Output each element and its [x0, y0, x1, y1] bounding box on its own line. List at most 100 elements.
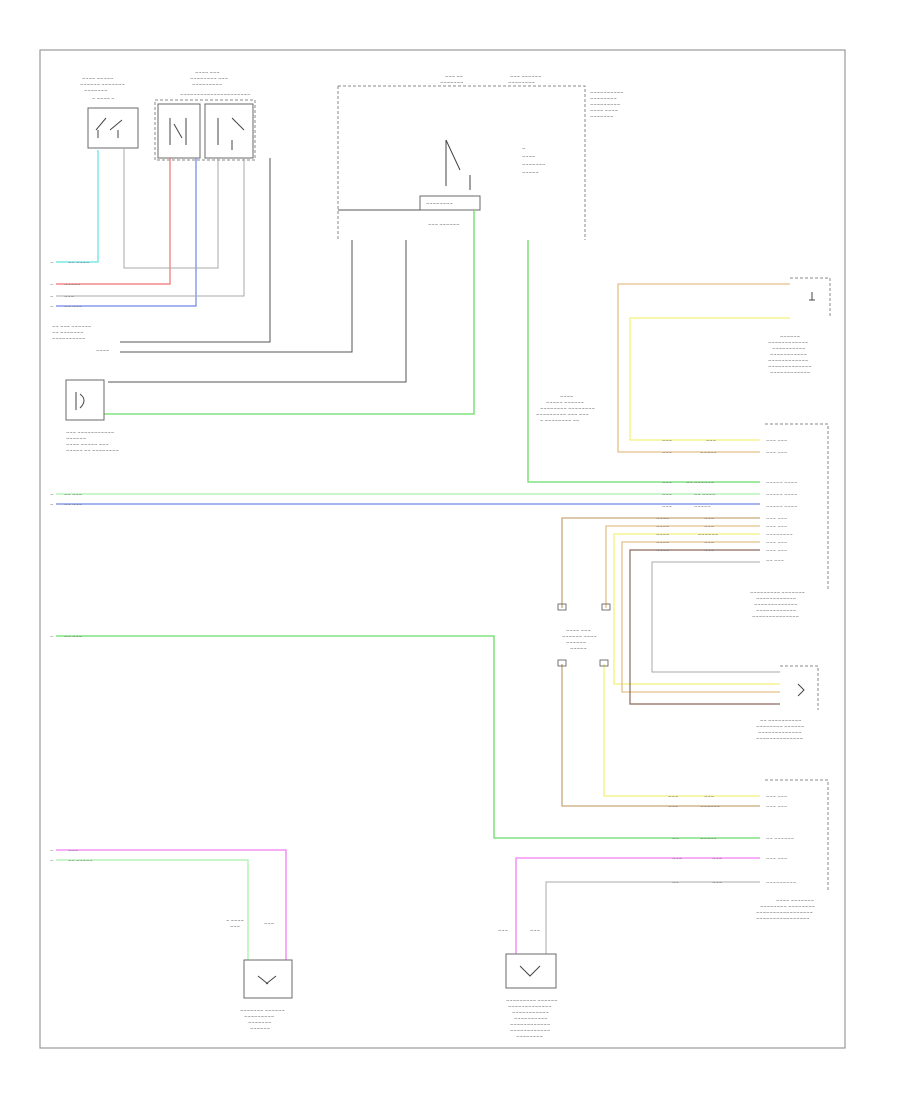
svg-text:~~~~~~~: ~~~~~~~ — [84, 88, 107, 93]
svg-text:~~~~~~: ~~~~~~ — [780, 334, 800, 339]
svg-text:~~~: ~~~ — [498, 928, 508, 933]
svg-text:~~~~~~~~: ~~~~~~~~ — [508, 80, 535, 85]
svg-text:~~~~~: ~~~~~ — [694, 504, 711, 509]
wire-light-gray — [651, 561, 780, 673]
connector-symbol-icon: ~~~~ ~~~ ~~~~~~ ~~~~ ~~~~~~ ~~~~~ — [557, 603, 611, 667]
wire-yellow-2 — [613, 533, 780, 685]
svg-text:~~~~~~~~~~~~~~~~~: ~~~~~~~~~~~~~~~~~ — [756, 910, 813, 915]
svg-text:~~~~~ ~~~~: ~~~~~ ~~~~ — [766, 504, 797, 509]
svg-text:~~ ~~~~~~~: ~~ ~~~~~~~ — [52, 330, 83, 335]
svg-text:~~~~ ~~~~~: ~~~~ ~~~~~ — [82, 76, 113, 81]
svg-text:~~~~~~~~ ~~~~~~: ~~~~~~~~ ~~~~~~ — [756, 724, 804, 729]
svg-text:~~~: ~~~ — [704, 540, 714, 545]
svg-text:~~~~ ~~~~~~~: ~~~~ ~~~~~~~ — [776, 898, 814, 903]
svg-text:~~~~~ ~~ ~~~~~~~~: ~~~~~ ~~ ~~~~~~~~ — [66, 448, 119, 453]
svg-text:~~~~~~~~~~~: ~~~~~~~~~~~ — [512, 1010, 549, 1015]
svg-text:~~~~~~~~~~~~~: ~~~~~~~~~~~~~ — [508, 1004, 552, 1009]
svg-text:~: ~ — [50, 858, 53, 863]
svg-text:~~~ ~~~: ~~~ ~~~ — [766, 804, 787, 809]
svg-text:~~~~ ~~~~~ ~~~: ~~~~ ~~~~~ ~~~ — [66, 442, 109, 447]
svg-text:~~~: ~~~ — [68, 848, 78, 853]
svg-text:~~~~~: ~~~~~ — [522, 170, 539, 175]
lower-module-connector: ~~~ ~~~ ~~~ ~~~ ~~ ~~~~~~ ~~~ ~~~ ~~~~~~… — [668, 779, 829, 921]
svg-text:~~~: ~~~ — [662, 492, 672, 497]
wire-light-green-long — [56, 635, 760, 839]
svg-text:~~~ ~~: ~~~ ~~ — [445, 74, 463, 79]
svg-text:~ ~~~~: ~ ~~~~ — [226, 918, 244, 923]
wire-blue — [56, 158, 197, 307]
svg-text:~~~: ~~~ — [704, 516, 714, 521]
svg-text:~~~ ~~~~~~: ~~~ ~~~~~~ — [510, 74, 541, 79]
wire-tan-3 — [561, 664, 760, 807]
svg-text:~~~~: ~~~~ — [522, 154, 535, 159]
wire-green-module — [527, 240, 760, 483]
svg-text:~~~: ~~~ — [662, 504, 672, 509]
svg-text:~~~ ~~~: ~~~ ~~~ — [766, 438, 787, 443]
wire-tags: ~~~~~~ ~~~~~~~~ ~~~~~ ~~~~~~ ~~~~~ ~~~~ … — [64, 260, 718, 863]
svg-text:~~~: ~~~ — [264, 921, 274, 926]
switch-symbol-icon — [445, 139, 471, 190]
svg-text:~~~~~~: ~~~~~~ — [700, 804, 720, 809]
wire-light-green-left — [56, 859, 249, 960]
svg-text:~~~ ~~~: ~~~ ~~~ — [766, 516, 787, 521]
wire-brown — [629, 549, 780, 705]
svg-text:~ ~~~~~~~~ ~~: ~ ~~~~~~~~ ~~ — [540, 418, 579, 423]
svg-text:~: ~ — [50, 260, 53, 265]
svg-text:~~~~: ~~~~ — [656, 532, 669, 537]
svg-text:~~~~~ ~~~~~~: ~~~~~ ~~~~~~ — [546, 400, 584, 405]
svg-text:~~~~ ~~~~: ~~~~ ~~~~ — [590, 108, 618, 113]
svg-text:~~~~~: ~~~~~ — [700, 450, 717, 455]
svg-text:~: ~ — [50, 492, 53, 497]
motor-symbol-icon — [75, 392, 85, 410]
svg-text:~~~: ~~~ — [704, 794, 714, 799]
svg-text:~~ ~~~: ~~ ~~~ — [64, 304, 82, 309]
mid-right-label: ~~~~ ~~~~~ ~~~~~~ ~~~~~~~~ ~~~~~~~~ ~~~~… — [536, 394, 595, 423]
svg-text:~~~~~~~~~: ~~~~~~~~~ — [192, 82, 222, 87]
hvac-module-connector: ~~~ ~~~ ~~~ ~~~ ~~~~~ ~~~~ ~~~~~ ~~~~ ~~… — [750, 423, 829, 619]
wire-tan-2 — [605, 525, 760, 608]
svg-text:~~~~ ~~~: ~~~~ ~~~ — [195, 70, 220, 75]
sensor-symbol-icon — [519, 965, 541, 977]
svg-text:~: ~ — [50, 304, 53, 309]
temperature-sensor: ~~~ ~~~ ~~~~~~~~~ ~~~~~~ ~~~~~~~~~~~~~ ~… — [498, 928, 558, 1039]
svg-text:~~ ~~~: ~~ ~~~ — [64, 634, 82, 639]
svg-text:~~~: ~~~ — [230, 924, 240, 929]
svg-text:~~~ ~~~~~~~~~~~: ~~~ ~~~~~~~~~~~ — [66, 430, 114, 435]
switch-symbol-icon — [95, 117, 123, 138]
sensor-symbol-icon — [797, 683, 805, 697]
svg-text:~~~: ~~~ — [64, 294, 74, 299]
svg-text:~~~: ~~~ — [704, 548, 714, 553]
svg-text:~~ ~~~~~: ~~ ~~~~~ — [68, 858, 93, 863]
svg-text:~~~~~~~ ~~~~~~: ~~~~~~~ ~~~~~~ — [240, 1008, 285, 1013]
svg-text:~~~: ~~~ — [668, 794, 678, 799]
svg-text:~~~~~~~: ~~~~~~~ — [440, 80, 463, 85]
svg-text:~~~~~~~~~~~~~: ~~~~~~~~~~~~~ — [758, 730, 802, 735]
svg-text:~~~~~~: ~~~~~~ — [566, 640, 586, 645]
svg-text:~~~~~~~~ ~~~~~~~~: ~~~~~~~~ ~~~~~~~~ — [760, 904, 815, 909]
svg-text:~: ~ — [50, 634, 53, 639]
svg-text:~~~~~~~~~~~~: ~~~~~~~~~~~~ — [768, 358, 808, 363]
svg-text:~~~~: ~~~~ — [656, 516, 669, 521]
svg-text:~~~ ~~~: ~~~ ~~~ — [766, 856, 787, 861]
svg-text:~~~ ~~~: ~~~ ~~~ — [766, 548, 787, 553]
svg-text:~~~ ~~~: ~~~ ~~~ — [766, 794, 787, 799]
svg-text:~~~~~~ ~~~~: ~~~~~~ ~~~~ — [562, 634, 597, 639]
svg-text:~~~~~: ~~~~~ — [700, 836, 717, 841]
svg-text:~~~~~~~~ ~~~~~~~~: ~~~~~~~~ ~~~~~~~~ — [540, 406, 595, 411]
fuse-block-group: ~~~~~~~~ ~~~ ~~~~~~ ~~~ ~~ ~~~~~~~ ~~~ ~… — [337, 74, 624, 240]
wire-gray — [56, 148, 245, 297]
svg-text:~~~~~~: ~~~~~~ — [66, 436, 86, 441]
wire-yellow — [629, 317, 790, 441]
svg-text:~~~~~~~~~~: ~~~~~~~~~~ — [772, 346, 806, 351]
svg-text:~~~~~~~~: ~~~~~~~~ — [590, 96, 617, 101]
svg-text:~~~~~~~~~ ~~~~~~: ~~~~~~~~~ ~~~~~~ — [506, 998, 558, 1003]
svg-text:~~~~~~~~~~: ~~~~~~~~~~ — [514, 1016, 548, 1021]
wire-dark-gray — [108, 158, 420, 383]
sensor-symbol-icon — [257, 975, 277, 985]
relay-coil-icon — [169, 118, 187, 145]
svg-text:~~ ~~~: ~~ ~~~ — [64, 492, 82, 497]
svg-text:~~~~~~~~~~~~: ~~~~~~~~~~~~ — [510, 1022, 550, 1027]
svg-text:~~~~~: ~~~~~ — [64, 282, 81, 287]
svg-text:~~~~~~~: ~~~~~~~ — [522, 162, 545, 167]
